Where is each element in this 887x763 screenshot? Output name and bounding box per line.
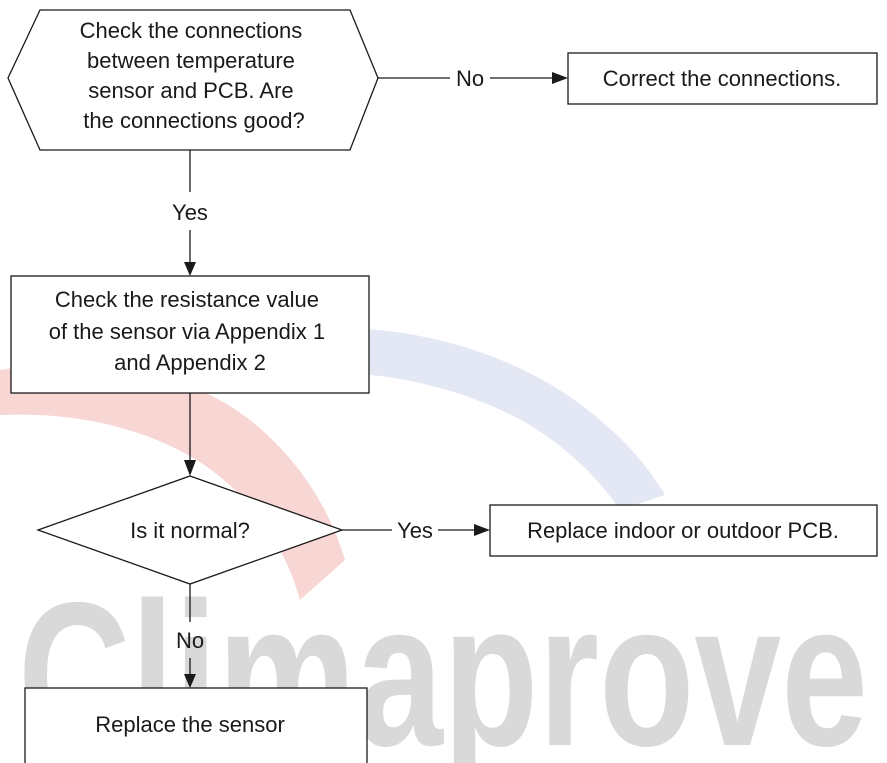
correct-connections-box [567,52,878,105]
edge-conn-yes-arrowhead [184,262,196,276]
watermark-blue-swoosh [300,328,665,510]
check-connections-hexagon [7,9,379,151]
check-resistance-text: Check the resistance value of the sensor… [49,287,332,375]
edge-normal-yes-arrowhead [474,524,490,536]
replace-sensor-text: Replace the sensor [95,712,285,737]
replace-pcb-box [489,504,878,557]
replace-sensor-box [24,687,368,763]
is-normal-text: Is it normal? [130,518,250,543]
edge-conn-yes-label: Yes [172,200,208,225]
edge-normal-no-label: No [176,628,204,653]
edge-conn-no-label: No [456,66,484,91]
check-resistance-box [10,275,370,394]
correct-connections-text: Correct the connections. [603,66,841,91]
edge-normal-no-arrowhead [184,674,196,688]
edge-normal-yes-label: Yes [397,518,433,543]
replace-pcb-text: Replace indoor or outdoor PCB. [527,518,839,543]
edge-resistance-arrowhead [184,460,196,476]
check-connections-text: Check the connections between temperatur… [80,18,309,133]
edge-conn-no-arrowhead [552,72,568,84]
